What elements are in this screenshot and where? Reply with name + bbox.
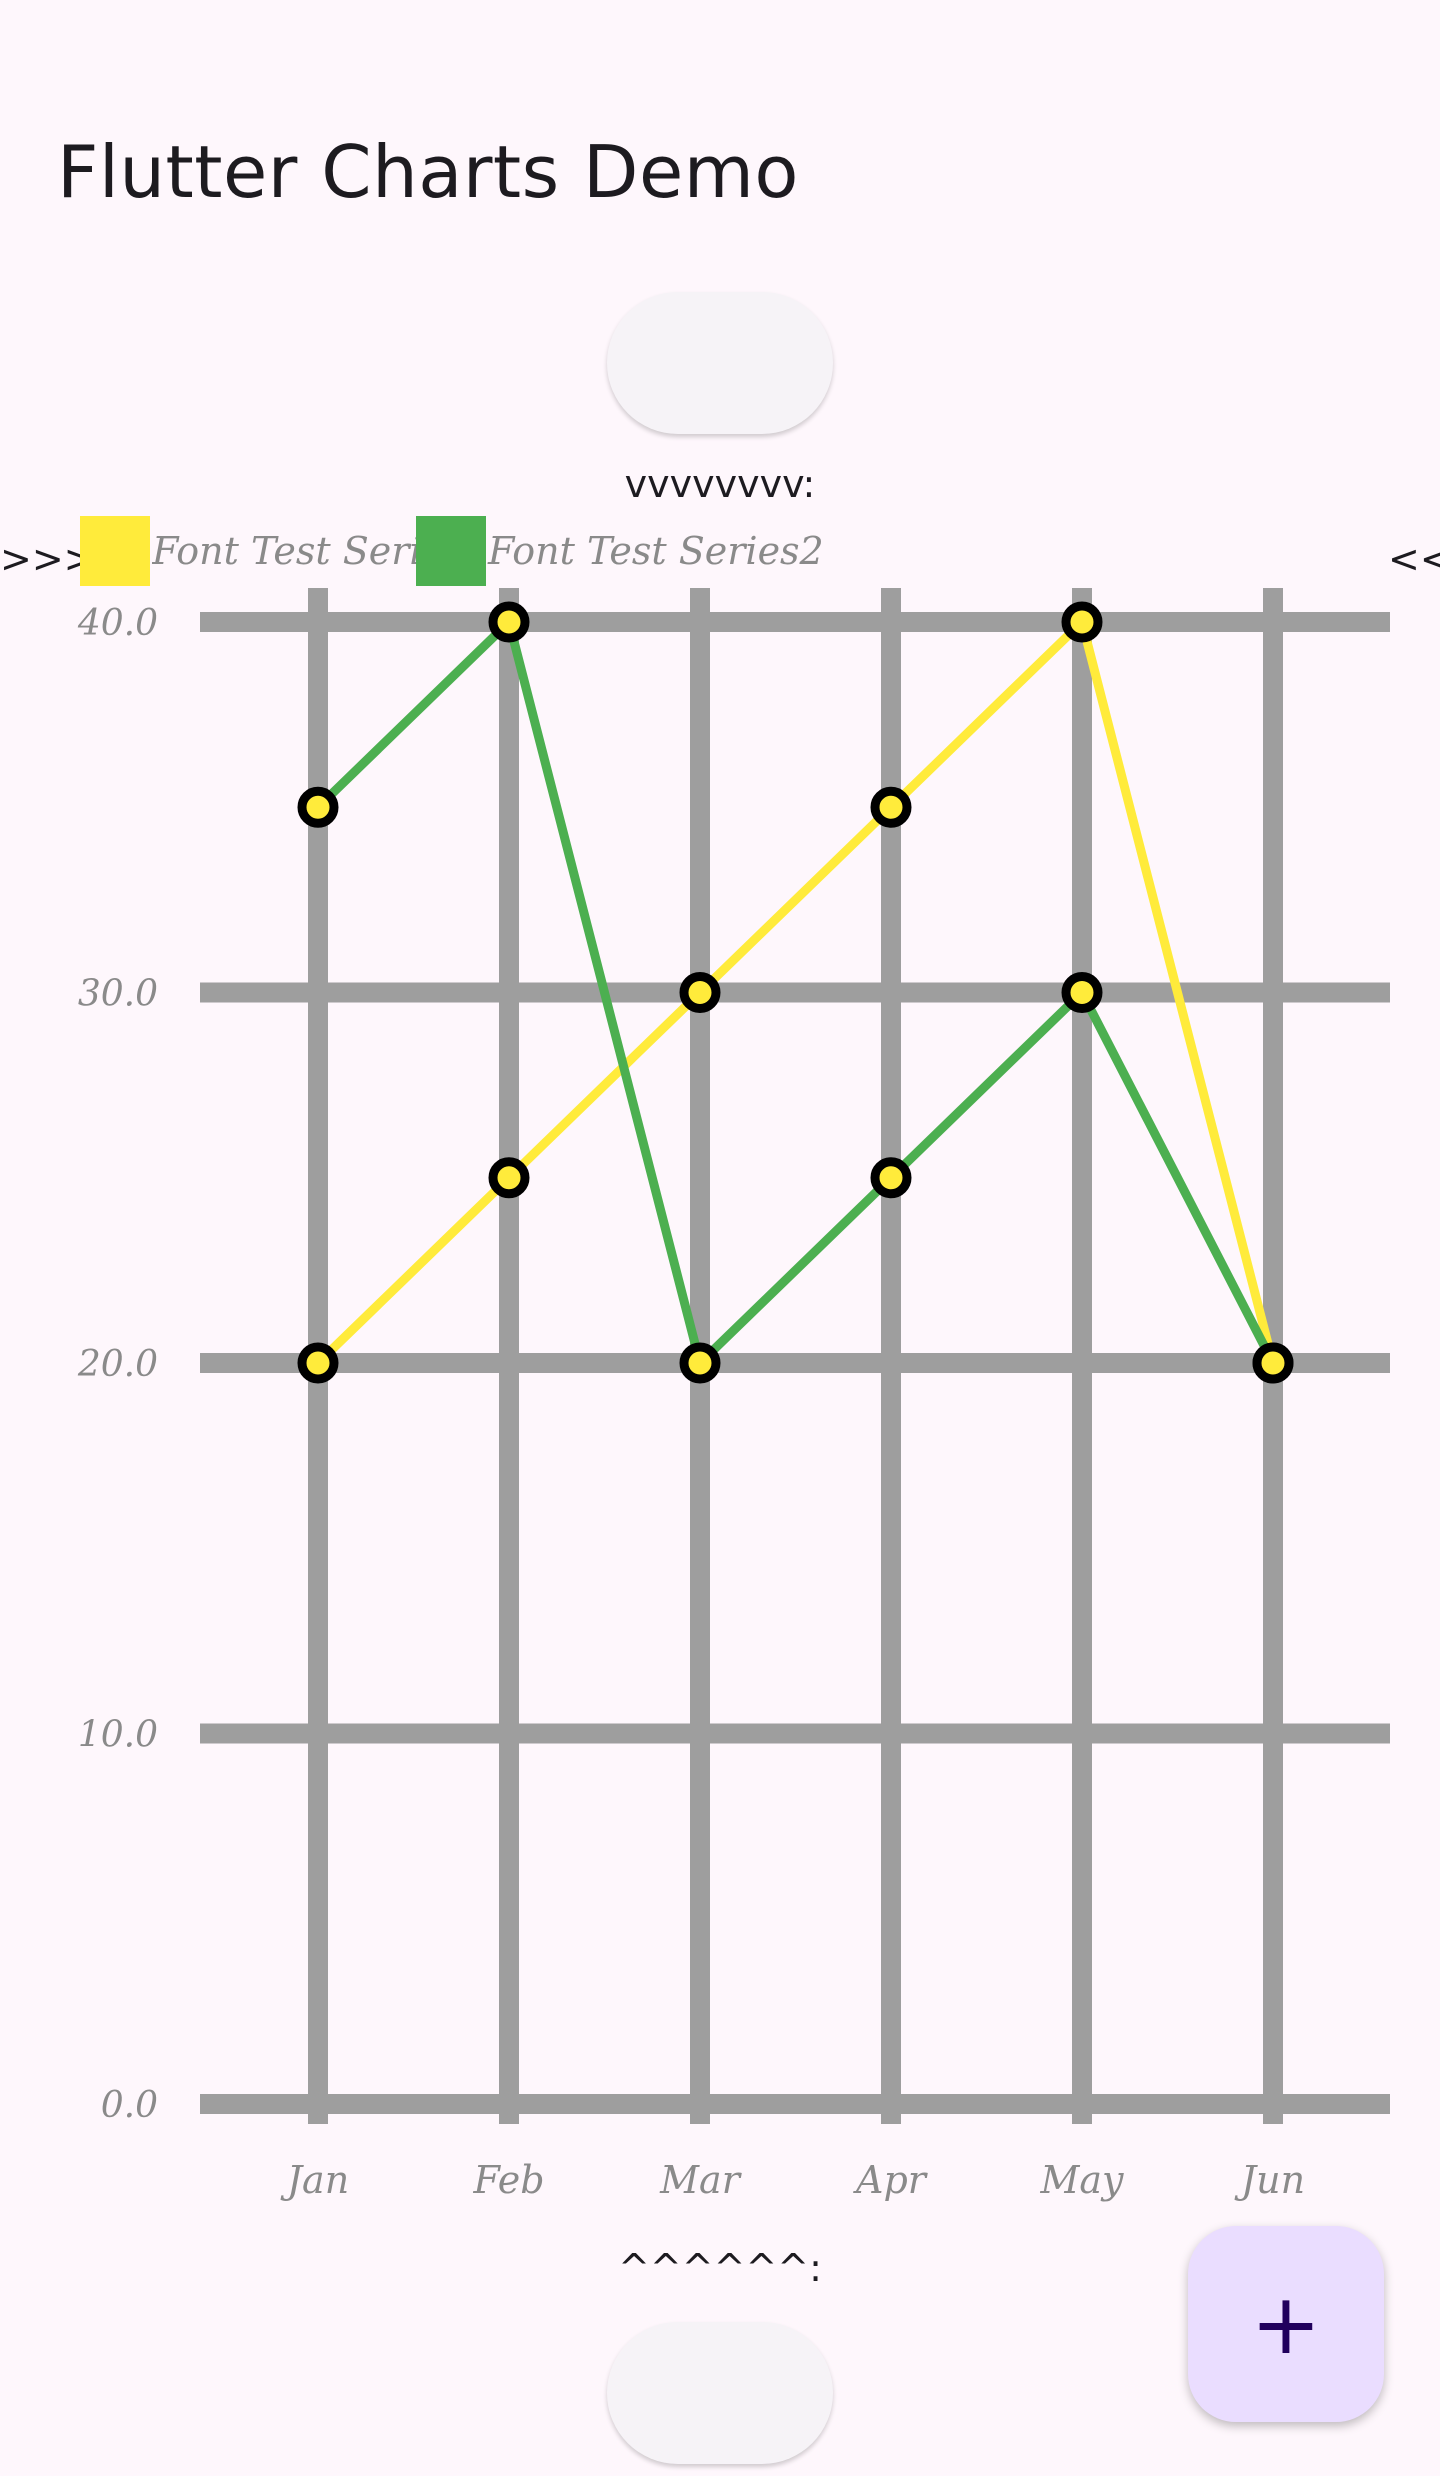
top-pill-button[interactable] [607, 292, 833, 434]
left-marker-label: >>> [0, 537, 96, 581]
data-point-series1 [870, 786, 912, 828]
x-tick-label: May [1039, 2158, 1124, 2202]
y-tick-label: 0.0 [101, 2085, 158, 2126]
series-line-2 [314, 617, 1277, 1368]
legend-label-series2: Font Test Series2 [488, 529, 824, 573]
x-tick-label: Feb [472, 2158, 544, 2202]
y-tick-label: 20.0 [77, 1344, 158, 1385]
legend-item-series1: Font Test Series1 [80, 516, 416, 586]
add-fab-button[interactable]: + [1188, 2226, 1384, 2422]
data-point-series2 [1252, 1342, 1294, 1384]
data-point-series1 [488, 1157, 530, 1199]
data-point-series1 [1061, 601, 1103, 643]
bottom-marker-label: ^^^^^^: [618, 2246, 822, 2290]
bottom-pill-button[interactable] [607, 2322, 833, 2464]
chart-legend: Font Test Series1 Font Test Series2 [80, 516, 824, 586]
x-tick-label: Jan [280, 2158, 349, 2202]
data-point-series2 [870, 1157, 912, 1199]
right-marker-label: << [1388, 537, 1440, 581]
data-point-series2 [679, 1342, 721, 1384]
page-title: Flutter Charts Demo [57, 130, 799, 214]
legend-label-series1: Font Test Series1 [152, 529, 416, 573]
legend-swatch-series1 [80, 516, 150, 586]
series-line-1 [314, 617, 1278, 1367]
legend-swatch-series2 [416, 516, 486, 586]
y-tick-label: 30.0 [78, 974, 158, 1015]
top-marker-label: vvvvvvvv: [624, 462, 816, 506]
plus-icon: + [1250, 2275, 1322, 2373]
data-point-series2 [488, 601, 530, 643]
data-point-series1 [679, 972, 721, 1013]
y-tick-label: 40.0 [77, 603, 158, 644]
x-tick-label: Mar [659, 2158, 743, 2202]
data-point-series2 [1061, 972, 1103, 1013]
data-point-series1 [297, 1342, 339, 1384]
x-tick-label: Apr [853, 2158, 929, 2202]
data-point-series2 [297, 786, 339, 828]
x-tick-label: Jun [1234, 2158, 1305, 2202]
legend-item-series2: Font Test Series2 [416, 516, 824, 586]
y-tick-label: 10.0 [78, 1715, 158, 1756]
